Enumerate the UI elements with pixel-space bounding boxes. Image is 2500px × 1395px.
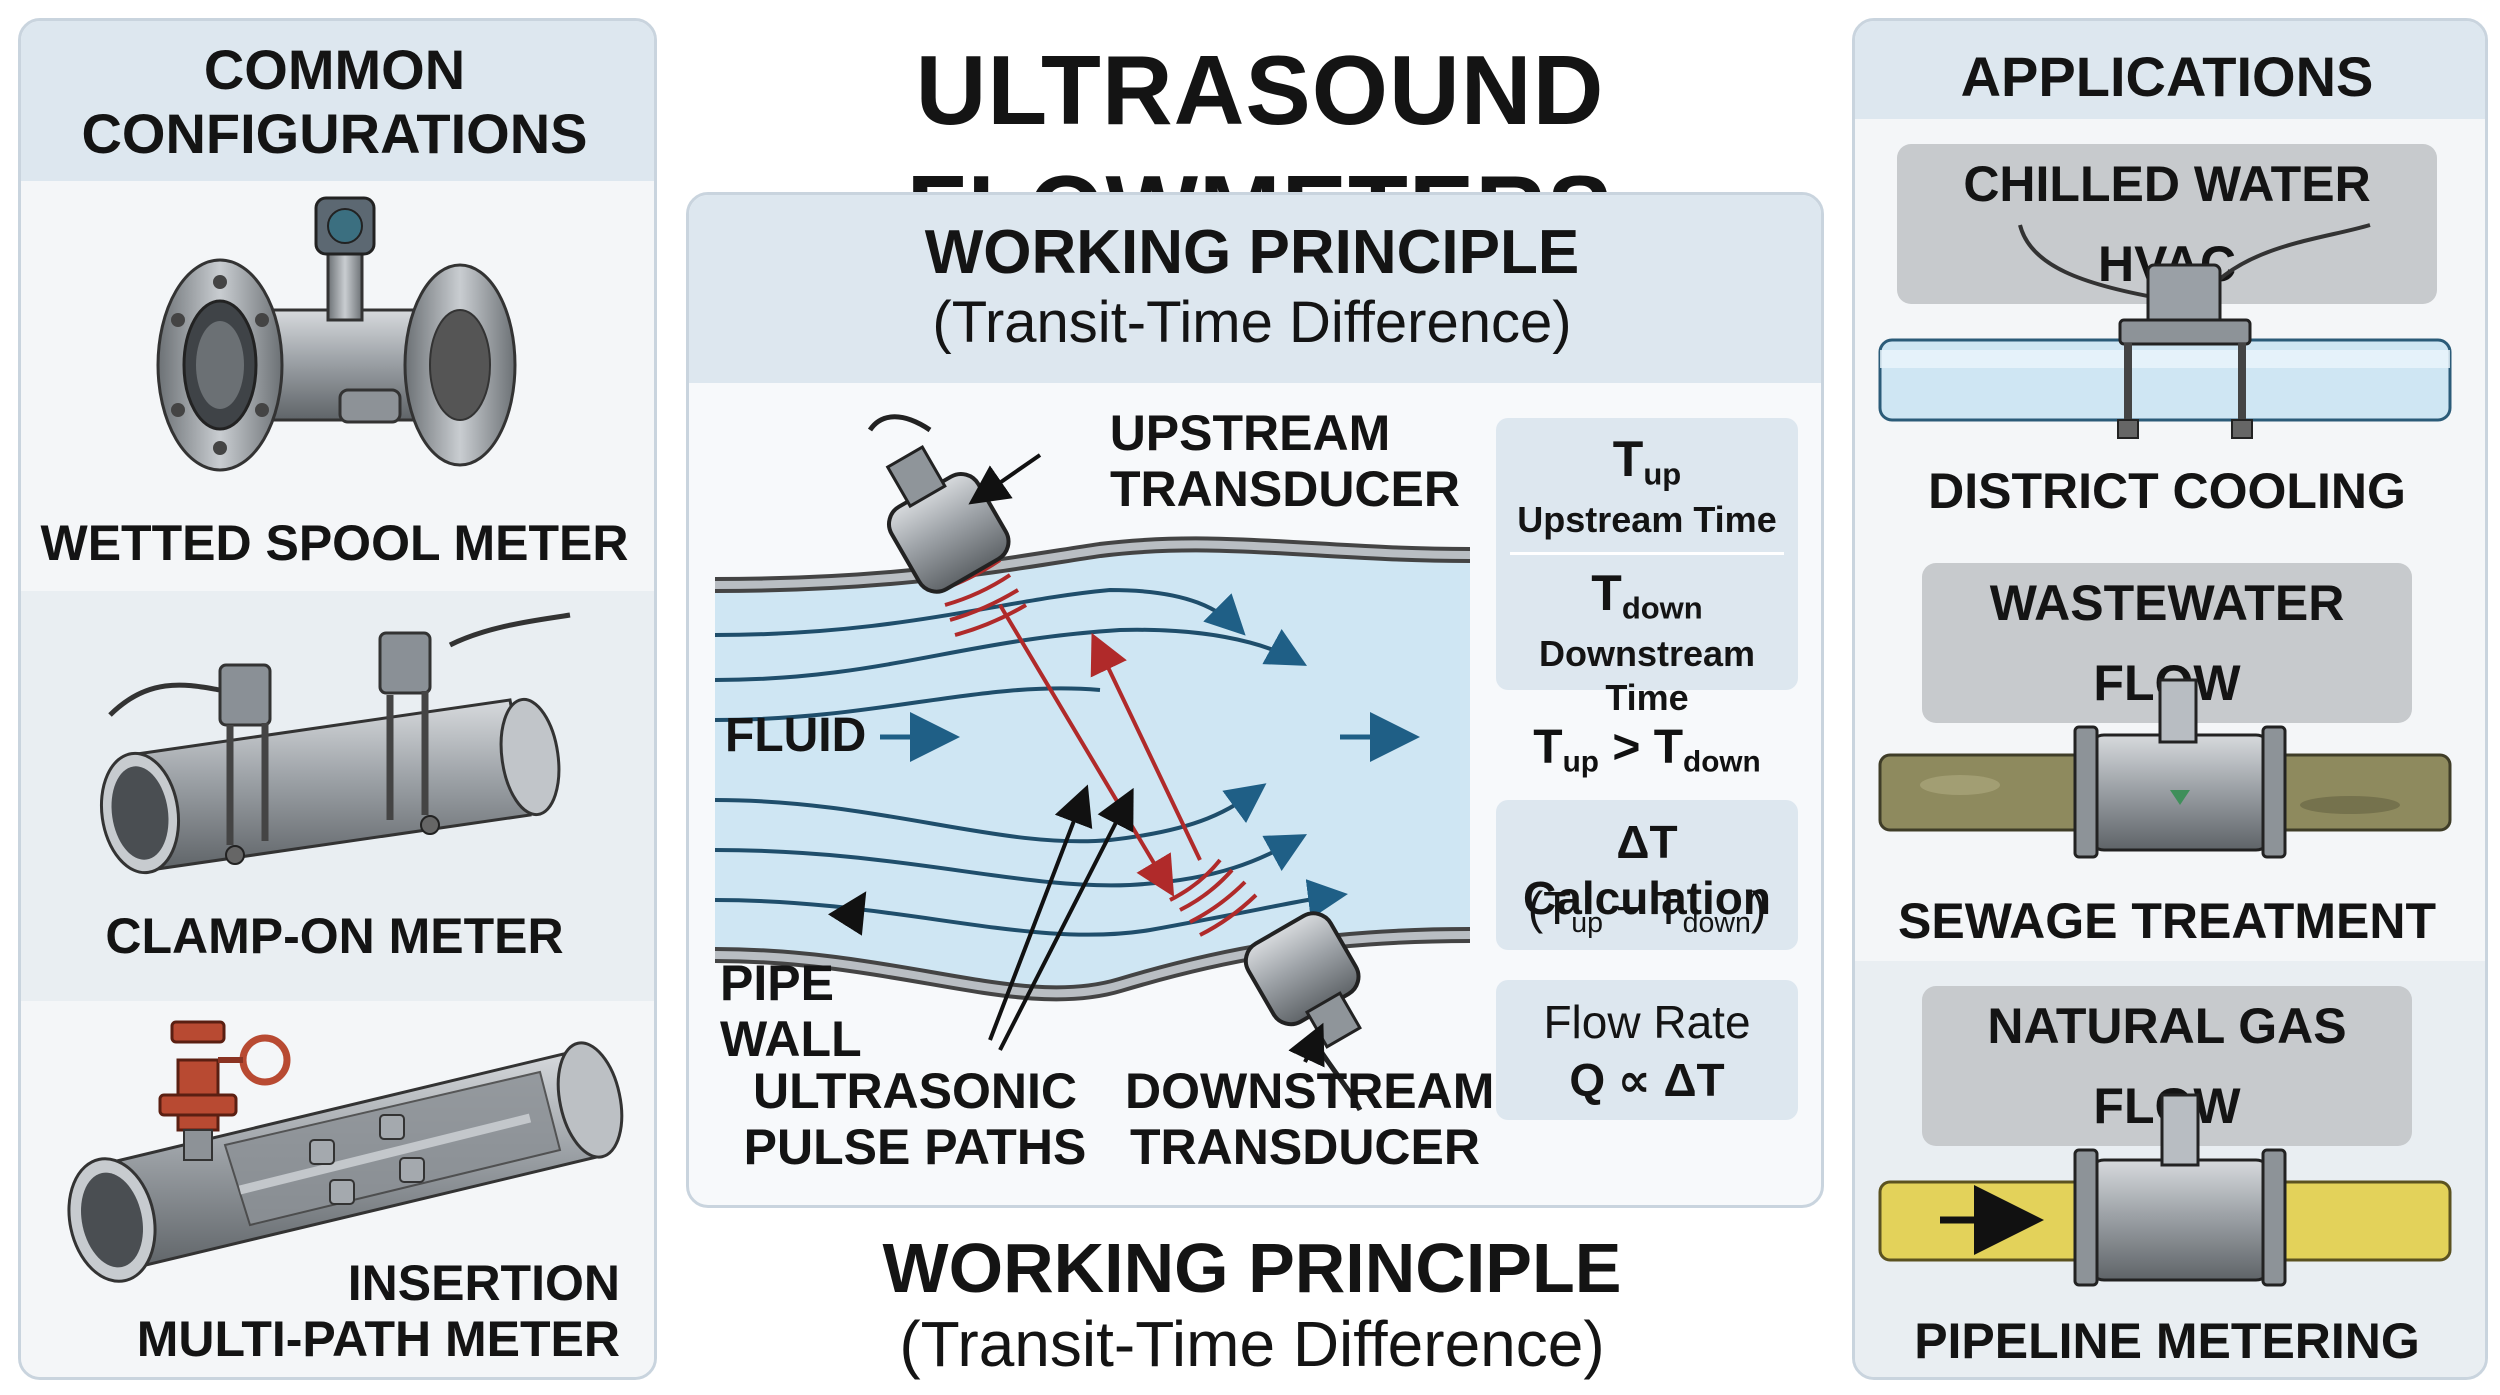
comparison-sub1: up [1562,745,1599,779]
pipeline-metering-caption: PIPELINE METERING [1914,1313,2420,1369]
footer-line1: WORKING PRINCIPLE [882,1229,1622,1307]
delta-t-title: ΔT Calculation [1523,816,1771,924]
district-cooling-caption: DISTRICT COOLING [1928,463,2406,519]
downstream-transducer-label-line1: DOWNSTREAM [1125,1063,1495,1119]
delta-t-open: (T [1527,882,1572,934]
comparison-t1: T [1533,721,1563,774]
natural-gas-flow-tag: NATURAL GAS FLOW [1922,986,2412,1146]
wetted-spool-meter-label: WETTED SPOOL METER [40,515,629,571]
time-definitions-box: Tup Upstream Time Tdown Downstream Time [1496,418,1798,718]
flow-rate-formula: Q ∝ ΔT [1569,1054,1725,1106]
applications-header-band [1855,21,2485,119]
sewage-treatment-caption: SEWAGE TREATMENT [1898,893,2436,949]
working-principle-header-line2: (Transit-Time Difference) [932,290,1572,355]
hvac-pipe-illustration [1878,223,2452,439]
upstream-transducer-label-line1: UPSTREAM [1109,405,1391,461]
configurations-header-line2: CONFIGURATIONS [81,102,588,165]
time-comparison: Tup > Tdown [1496,718,1798,792]
working-principle-header-band [689,195,1821,383]
downstream-time-label: Downstream Time [1538,633,1756,718]
tdown-subscript: down [1621,590,1703,626]
footer-line2: (Transit-Time Difference) [899,1308,1605,1380]
pulse-paths-label-line2: PULSE PATHS [743,1119,1087,1175]
applications-header: APPLICATIONS [1960,45,2374,108]
tup-subscript: up [1643,456,1682,492]
gas-pipeline-illustration [1878,1093,2452,1287]
flow-rate-title: Flow Rate [1543,996,1751,1048]
fluid-label: FLUID [725,709,867,762]
comparison-t2: T [1653,721,1684,774]
wetted-spool-meter-illustration [156,196,517,472]
working-principle-header-line1: WORKING PRINCIPLE [924,218,1580,287]
tdown-symbol: T [1591,565,1622,621]
upstream-transducer-label-line2: TRANSDUCER [1110,461,1460,517]
pulse-paths-label-line1: ULTRASONIC [752,1063,1078,1119]
downstream-transducer-label-line2: TRANSDUCER [1130,1119,1480,1175]
clamp-on-meter-illustration [99,612,571,875]
delta-t-box: ΔT Calculation (Tup − Tdown) [1496,800,1798,950]
comparison-operator: > [1598,721,1654,774]
delta-t-minus: − T [1602,882,1683,934]
insertion-meter-label-line1: INSERTION [347,1255,620,1311]
delta-t-sub2: down [1682,906,1751,939]
flow-rate-box: Flow Rate Q ∝ ΔT [1496,980,1798,1120]
delta-t-sub1: up [1571,906,1603,939]
insertion-meter-label-line2: MULTI-PATH METER [136,1311,620,1367]
configurations-header-band [21,21,654,181]
transit-time-diagram [714,414,1471,1112]
configurations-header-line1: COMMON [203,38,466,101]
delta-t-close: ) [1750,882,1767,934]
clamp-on-meter-label: CLAMP-ON METER [105,908,564,964]
upstream-time-label: Upstream Time [1517,499,1777,540]
insertion-meter-illustration [67,1020,624,1283]
time-box-divider [1510,552,1784,555]
comparison-sub2: down [1683,745,1761,779]
pipe-wall-label: PIPE WALL [720,955,862,1067]
tup-symbol: T [1612,431,1644,487]
sewage-pipe-illustration [1878,678,2452,859]
configurations-panel [18,18,657,1380]
